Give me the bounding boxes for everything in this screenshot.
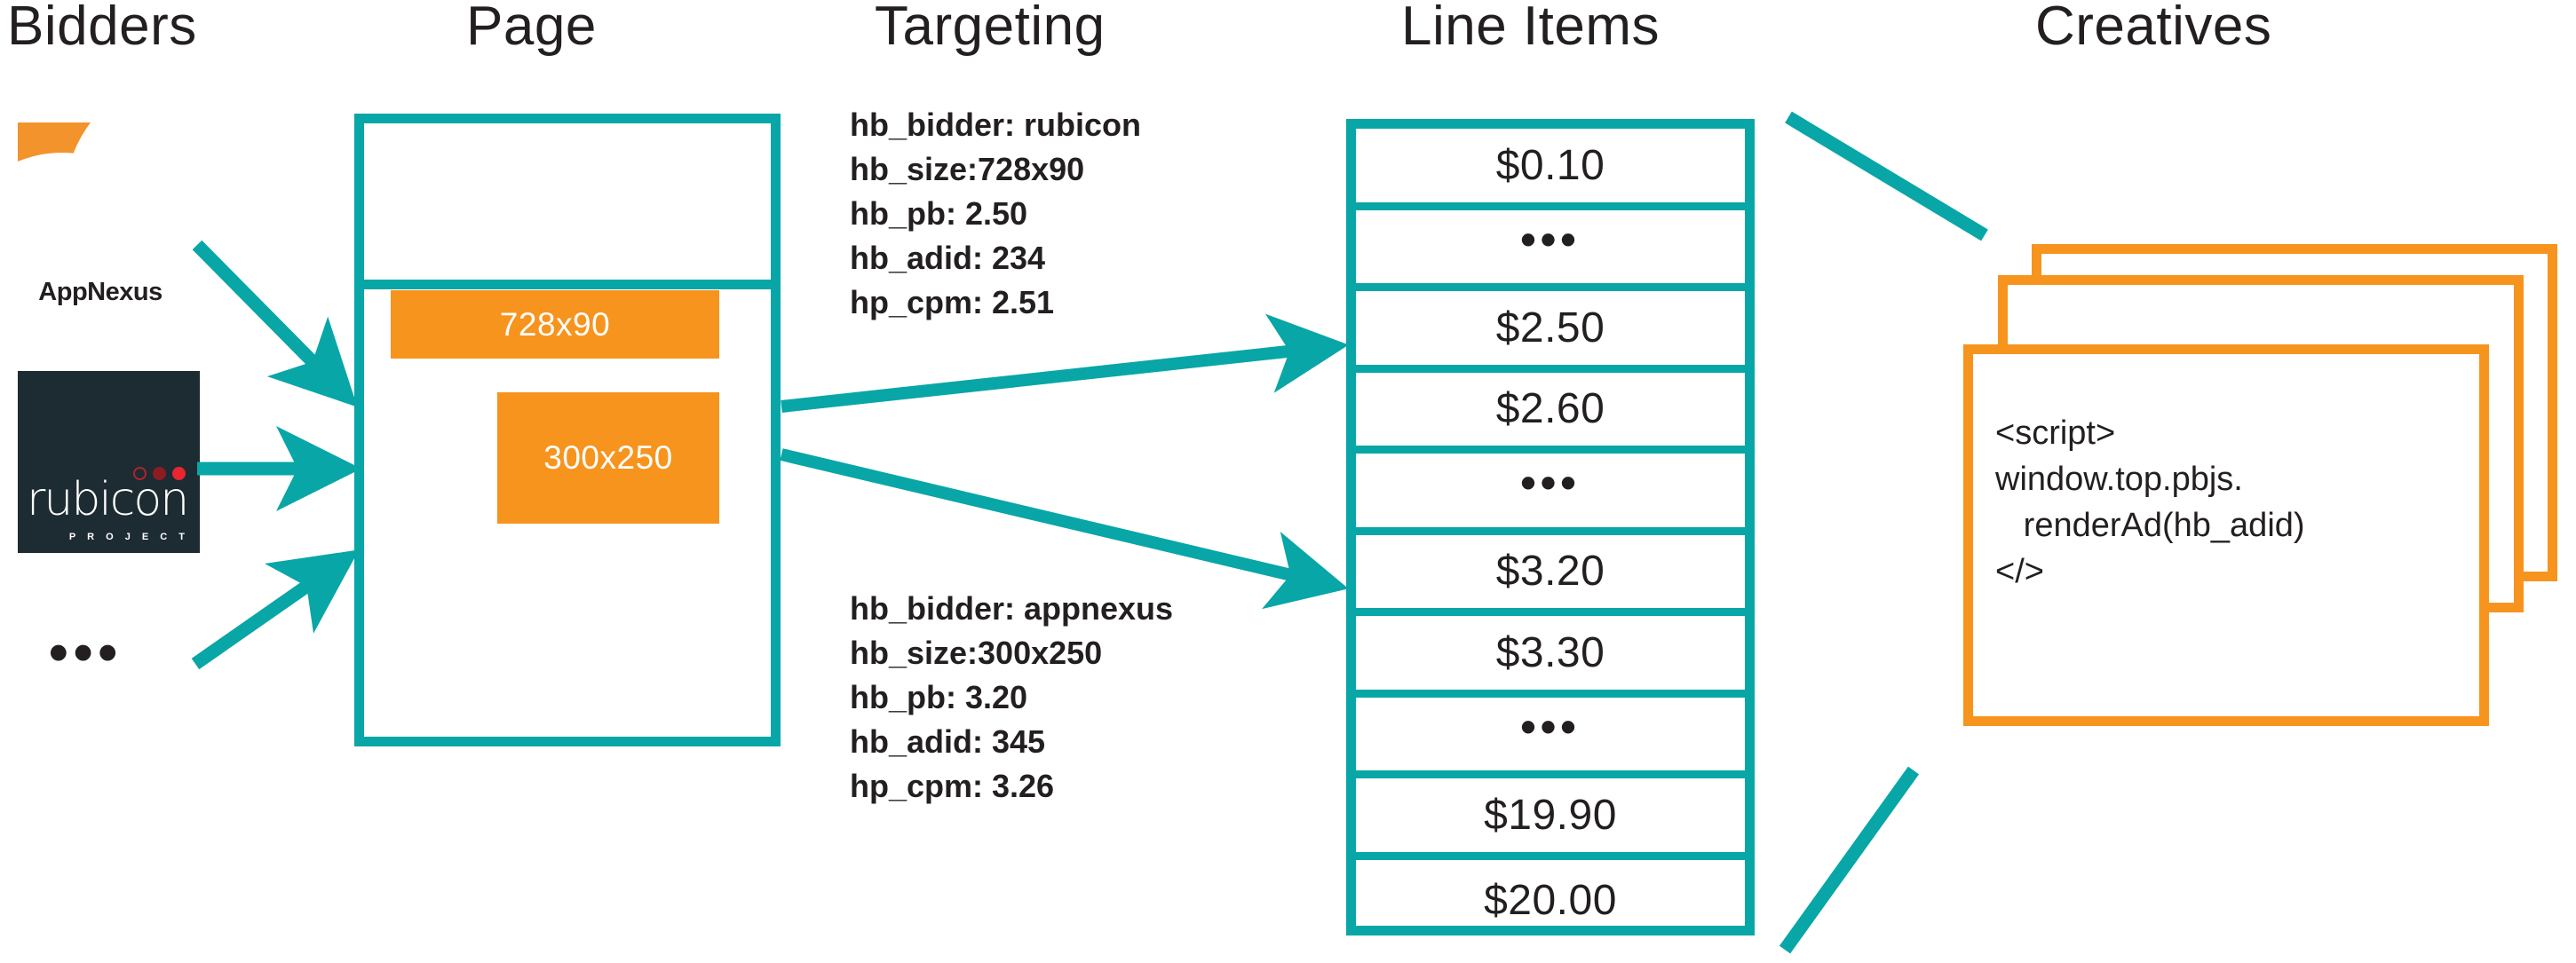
bidders-more-ellipsis: ••• [49,622,123,683]
rubicon-dots-icon [133,467,186,480]
targeting-line: hp_cpm: 2.51 [850,284,1055,320]
creative-render-snippet: <script> window.top.pbjs. renderAd(hb_ad… [1995,414,2305,590]
line-item-row[interactable]: $20.00 [1484,876,1617,924]
targeting-line: hb_bidder: appnexus [850,590,1174,627]
line-item-row[interactable]: $19.90 [1356,778,1745,860]
line-item-row: ••• [1356,698,1745,778]
column-heading-targeting: Targeting [875,0,1106,57]
ad-slot-728x90[interactable]: 728x90 [391,290,719,359]
column-heading-page: Page [466,0,597,57]
connector-lineitems-to-creatives-top [1785,111,1988,241]
column-heading-line-items: Line Items [1401,0,1661,57]
appnexus-wordmark: AppNexus [38,278,162,306]
arrow-slot728-to-lineitem-250 [781,313,1349,413]
targeting-block-appnexus: hb_bidder: appnexus hb_size:300x250 hb_p… [850,587,1173,809]
line-item-row[interactable]: $2.60 [1356,373,1745,454]
targeting-line: hb_pb: 3.20 [850,679,1028,715]
line-item-row[interactable]: $0.10 [1356,129,1745,210]
line-item-row: ••• [1356,210,1745,291]
ad-slot-300x250[interactable]: 300x250 [497,392,719,524]
targeting-line: hb_pb: 2.50 [850,195,1028,232]
rubicon-project-logo-icon: rubicon P R O J E C T [18,371,200,553]
rubicon-subtitle: P R O J E C T [68,532,189,542]
line-items-container: $0.10 ••• $2.50 $2.60 ••• $3.20 $3.30 ••… [1346,119,1755,935]
appnexus-logo-icon [18,122,176,272]
line-item-row: ••• [1356,454,1745,535]
targeting-line: hb_adid: 234 [850,240,1046,276]
targeting-line: hb_size:300x250 [850,635,1103,671]
creative-card-front[interactable] [1963,344,2489,726]
targeting-line: hb_bidder: rubicon [850,107,1141,143]
targeting-line: hb_size:728x90 [850,151,1085,187]
line-item-row[interactable]: $3.30 [1356,616,1745,698]
targeting-line: hp_cpm: 3.26 [850,768,1055,804]
rubicon-wordmark: rubicon [27,473,189,526]
connector-lineitems-to-creatives-bottom [1779,766,1920,954]
arrow-appnexus-to-page [192,240,358,407]
arrow-slot300-to-lineitem-320 [780,448,1349,610]
column-heading-bidders: Bidders [7,0,197,57]
targeting-line: hb_adid: 345 [850,723,1046,760]
targeting-block-rubicon: hb_bidder: rubicon hb_size:728x90 hb_pb:… [850,103,1141,325]
page-header-divider [354,280,781,289]
column-heading-creatives: Creatives [2035,0,2272,57]
arrow-more-bidders-to-page [191,549,360,670]
line-item-row[interactable]: $3.20 [1356,535,1745,616]
line-item-row[interactable]: $2.50 [1356,291,1745,373]
